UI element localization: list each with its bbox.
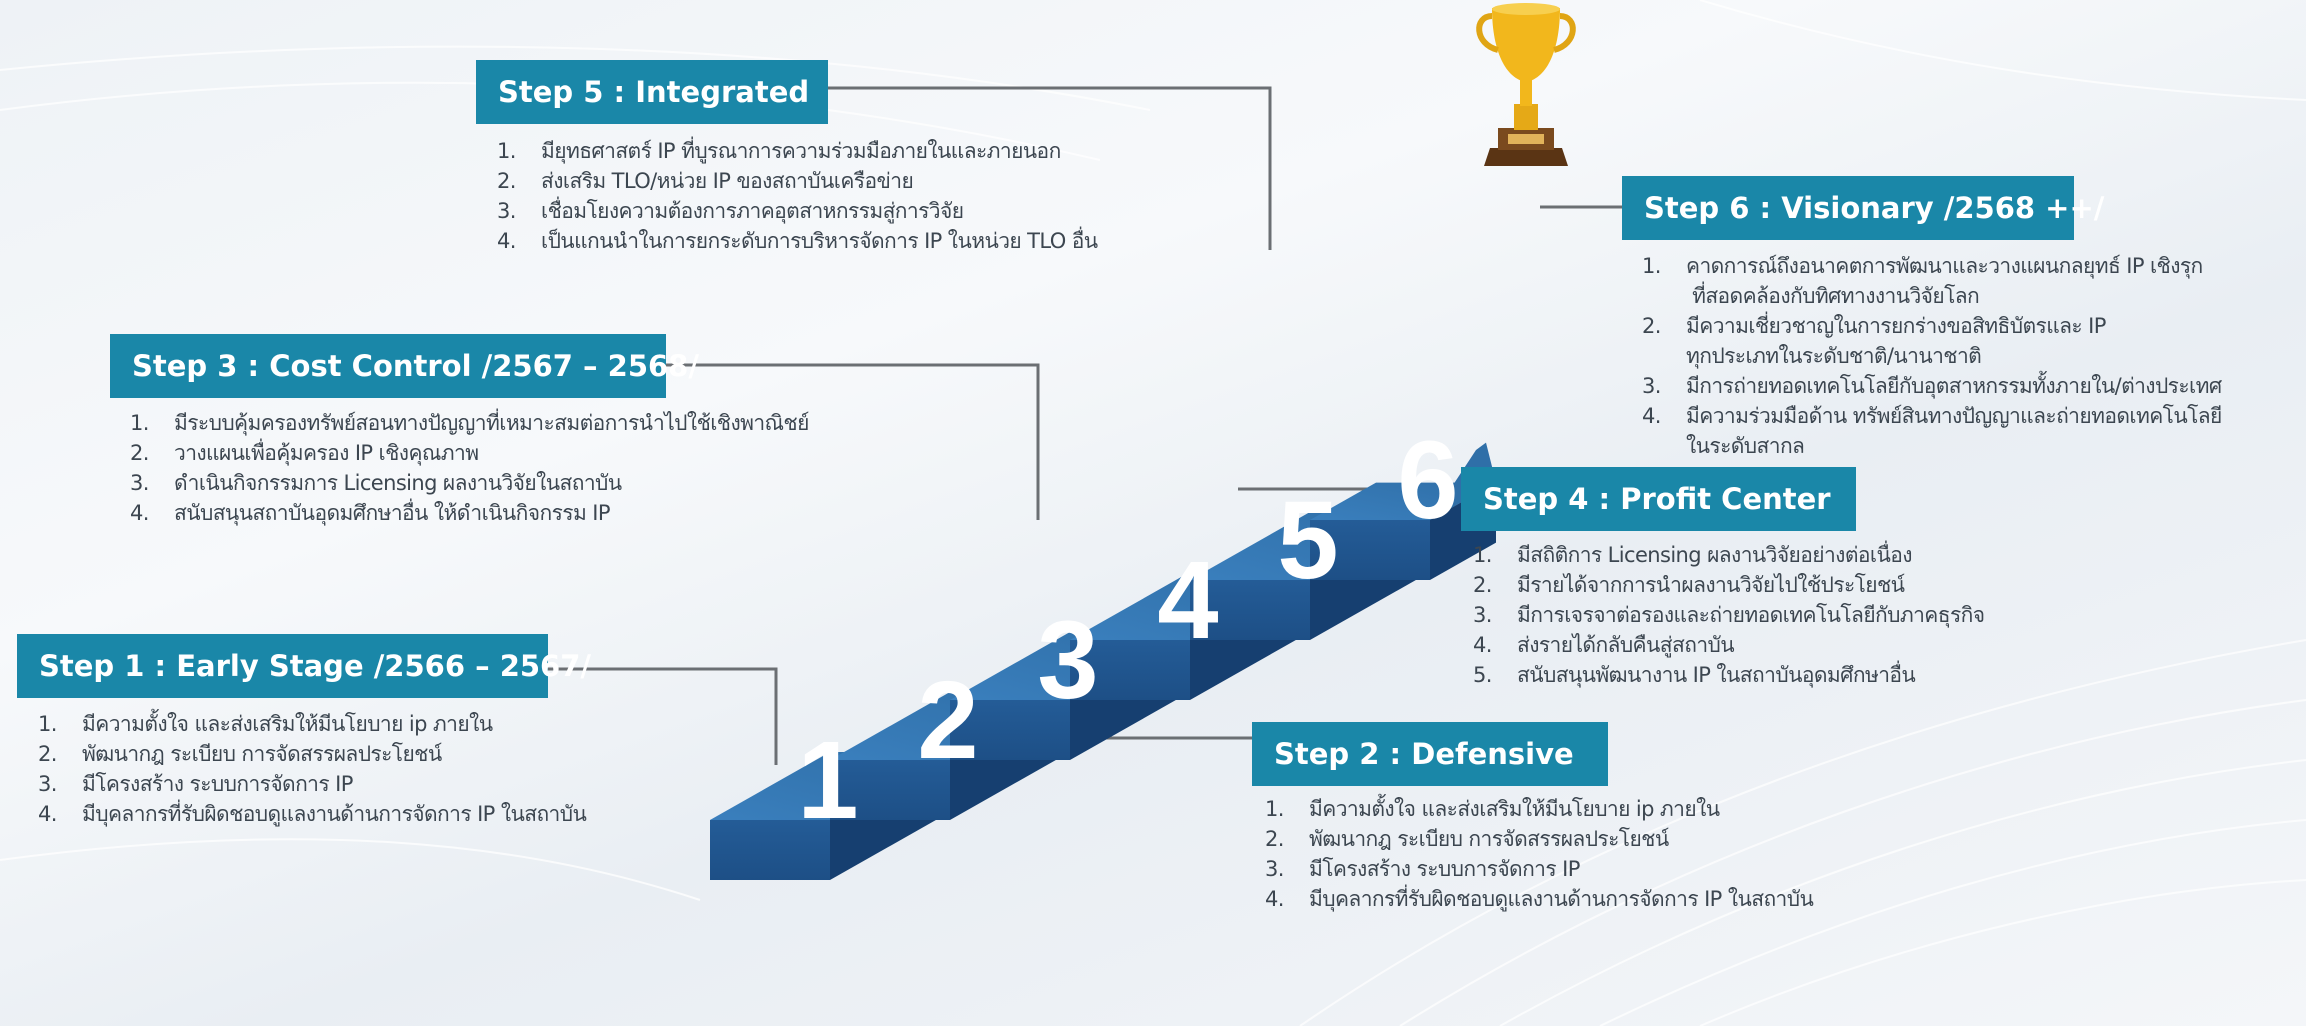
list-item: 4.มีความร่วมมือด้าน ทรัพย์สินทางปัญญาและ… — [1642, 404, 2222, 458]
list-item: 1.มียุทธศาสตร์ IP ที่บูรณาการความร่วมมือ… — [497, 139, 1061, 163]
list-item: 3.เชื่อมโยงความต้องการภาคอุตสาหกรรมสู่กา… — [497, 199, 964, 223]
step-4-list: 1.มีสถิติการ Licensing ผลงานวิจัยอย่างต่… — [1473, 540, 1985, 690]
connector-line-step-5 — [828, 86, 1272, 250]
stair-step-2-riser — [830, 760, 950, 820]
step-4-header: Step 4 : Profit Center — [1461, 467, 1856, 531]
trophy-icon — [1476, 3, 1576, 166]
list-item: 2.มีรายได้จากการนำผลงานวิจัยไปใช้ประโยชน… — [1473, 573, 1905, 597]
list-item: 2.พัฒนากฎ ระเบียบ การจัดสรรผลประโยชน์ — [1265, 827, 1669, 851]
list-item: 4.มีบุคลากรที่รับผิดชอบดูแลงานด้านการจัด… — [38, 802, 587, 826]
connector-line-step-1 — [548, 667, 778, 765]
list-item: 2.มีความเชี่ยวชาญในการยกร่างขอสิทธิบัตรแ… — [1642, 314, 2106, 368]
list-item: 3.มีโครงสร้าง ระบบการจัดการ IP — [38, 772, 353, 796]
step-1-header: Step 1 : Early Stage /2566 – 2567/ — [17, 634, 591, 698]
list-item: 5.สนับสนุนพัฒนางาน IP ในสถาบันอุดมศึกษาอ… — [1473, 663, 1916, 687]
step-5-number: 5 — [1277, 479, 1338, 602]
list-item: 3.มีโครงสร้าง ระบบการจัดการ IP — [1265, 857, 1580, 881]
list-item: 4.มีบุคลากรที่รับผิดชอบดูแลงานด้านการจัด… — [1265, 887, 1814, 911]
step-3-list: 1.มีระบบคุ้มครองทรัพย์สอนทางปัญญาที่เหมา… — [130, 408, 809, 528]
step-6-header: Step 6 : Visionary /2568 ++/ — [1622, 176, 2104, 240]
step-3-number: 3 — [1037, 599, 1098, 722]
step-5-header: Step 5 : Integrated — [476, 60, 828, 124]
list-item: 1.มีความตั้งใจ และส่งเสริมให้มีนโยบาย ip… — [38, 712, 493, 736]
list-item: 2.ส่งเสริม TLO/หน่วย IP ของสถาบันเครือข่… — [497, 169, 914, 193]
step-2-header: Step 2 : Defensive — [1252, 722, 1608, 786]
stair-step-4-riser — [1070, 640, 1190, 700]
list-item: 3.มีการเจรจาต่อรองและถ่ายทอดเทคโนโลยีกับ… — [1473, 603, 1985, 627]
step-4-number: 4 — [1157, 539, 1218, 662]
list-item: 3.ดำเนินกิจกรรมการ Licensing ผลงานวิจัยใ… — [130, 471, 622, 495]
step-6-number: 6 — [1397, 419, 1458, 542]
list-item: 1.มีสถิติการ Licensing ผลงานวิจัยอย่างต่… — [1473, 543, 1912, 567]
list-item: 1.มีความตั้งใจ และส่งเสริมให้มีนโยบาย ip… — [1265, 797, 1720, 821]
list-item: 2.พัฒนากฎ ระเบียบ การจัดสรรผลประโยชน์ — [38, 742, 442, 766]
stair-step-3-riser — [950, 700, 1070, 760]
stair-step-5-riser — [1190, 580, 1310, 640]
step-2-list: 1.มีความตั้งใจ และส่งเสริมให้มีนโยบาย ip… — [1265, 794, 1814, 914]
connector-line-step-3 — [666, 363, 1040, 520]
step-2-number: 2 — [917, 659, 978, 782]
list-item: 1.คาดการณ์ถึงอนาคตการพัฒนาและวางแผนกลยุท… — [1642, 254, 2203, 308]
step-3-header: Step 3 : Cost Control /2567 – 2568/ — [110, 334, 699, 398]
list-item: 3.มีการถ่ายทอดเทคโนโลยีกับอุตสาหกรรมทั้ง… — [1642, 374, 2222, 398]
list-item: 4.สนับสนุนสถาบันอุดมศึกษาอื่น ให้ดำเนินก… — [130, 501, 611, 525]
list-item: 4.ส่งรายได้กลับคืนสู่สถาบัน — [1473, 633, 1735, 657]
list-item: 2.วางแผนเพื่อคุ้มครอง IP เชิงคุณภาพ — [130, 441, 479, 465]
stair-step-6-riser — [1310, 520, 1430, 580]
list-item: 1.มีระบบคุ้มครองทรัพย์สอนทางปัญญาที่เหมา… — [130, 411, 809, 435]
step-5-list: 1.มียุทธศาสตร์ IP ที่บูรณาการความร่วมมือ… — [497, 136, 1098, 256]
step-1-number: 1 — [797, 719, 858, 842]
list-item: 4.เป็นแกนนำในการยกระดับการบริหารจัดการ I… — [497, 229, 1098, 253]
step-1-list: 1.มีความตั้งใจ และส่งเสริมให้มีนโยบาย ip… — [38, 709, 587, 829]
stair-step-1-riser — [710, 820, 830, 880]
step-6-list: 1.คาดการณ์ถึงอนาคตการพัฒนาและวางแผนกลยุท… — [1642, 251, 2222, 461]
